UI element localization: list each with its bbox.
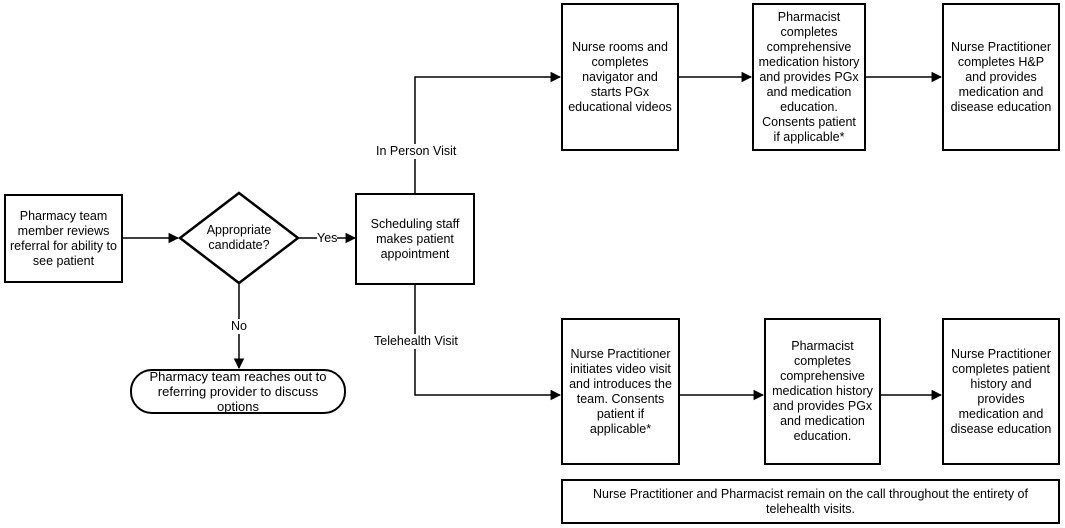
node-th-np-video: Nurse Practitioner initiates video visit… [561,318,680,465]
node-th-np-history-text: Nurse Practitioner completes patient his… [950,346,1052,436]
edge-label-in-person: In Person Visit [376,144,457,159]
node-appropriate-candidate-text: Appropriate candidate? [206,223,272,252]
edge-label-yes: Yes [317,231,338,246]
node-ip-nurse: Nurse rooms and completes navigator and … [561,3,679,151]
edge-telehealth [414,285,562,401]
node-telehealth-note: Nurse Practitioner and Pharmacist remain… [561,479,1060,524]
node-scheduling: Scheduling staff makes patient appointme… [355,193,475,285]
node-appropriate-candidate: Appropriate candidate? [192,220,286,256]
node-pharmacy-outreach-text: Pharmacy team reaches out to referring p… [149,369,327,414]
node-ip-nurse-text: Nurse rooms and completes navigator and … [568,39,672,114]
node-ip-pharmacist: Pharmacist completes comprehensive medic… [752,3,866,151]
node-ip-pharmacist-text: Pharmacist completes comprehensive medic… [758,9,860,144]
node-scheduling-text: Scheduling staff makes patient appointme… [370,216,460,261]
edge-in-person [414,71,562,193]
node-th-np-history: Nurse Practitioner completes patient his… [942,318,1060,465]
node-th-np-video-text: Nurse Practitioner initiates video visit… [569,346,672,436]
node-pharmacy-outreach: Pharmacy team reaches out to referring p… [130,369,346,414]
node-telehealth-note-text: Nurse Practitioner and Pharmacist remain… [593,486,1028,516]
node-ip-np-text: Nurse Practitioner completes H&P and pro… [950,39,1052,114]
edge-label-no: No [231,319,247,334]
node-ip-np: Nurse Practitioner completes H&P and pro… [942,3,1060,151]
node-th-pharmacist: Pharmacist completes comprehensive medic… [764,318,881,465]
node-th-pharmacist-text: Pharmacist completes comprehensive medic… [772,339,873,443]
edge-label-telehealth: Telehealth Visit [374,334,458,349]
node-review-referral-text: Pharmacy team member reviews referral fo… [10,208,117,268]
node-review-referral: Pharmacy team member reviews referral fo… [4,194,123,283]
